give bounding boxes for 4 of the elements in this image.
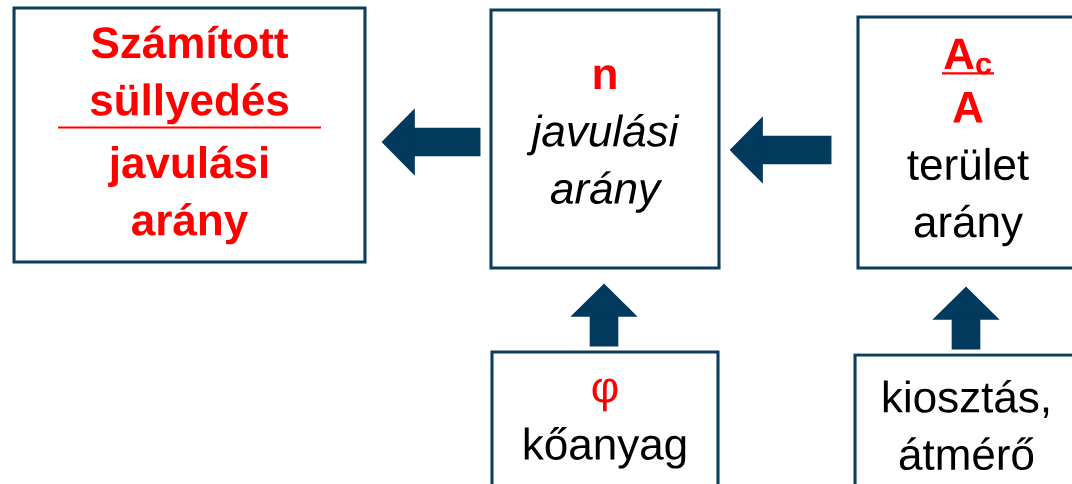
- text-box: n javulási arány: [489, 8, 721, 270]
- text-box: φ kőanyag: [490, 350, 720, 484]
- text-box: kiosztás, átmérő: [853, 353, 1072, 484]
- text-box: Számított süllyedés javulási arány: [12, 6, 367, 264]
